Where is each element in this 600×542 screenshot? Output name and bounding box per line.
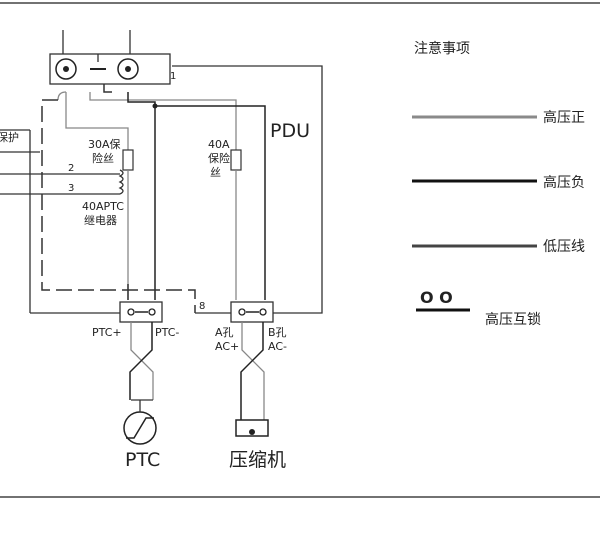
b-hole-label: B孔 xyxy=(268,326,287,339)
compressor-icon xyxy=(235,419,269,437)
fuse-40a-label-2: 保险 xyxy=(208,151,230,165)
legend-interlock-symbol: O O xyxy=(420,288,453,307)
hv-positive-hop xyxy=(57,91,67,101)
wire-number-2: 2 xyxy=(68,163,74,174)
pdu-box-outline xyxy=(172,65,323,314)
relay-label-1: 40APTC xyxy=(82,200,124,213)
wire-number-8: 8 xyxy=(199,301,205,312)
fuse-30a-label-2: 险丝 xyxy=(92,151,114,165)
fuse-40a-label-3: 丝 xyxy=(210,166,221,179)
hv-positive-to-fuse40 xyxy=(89,92,237,150)
legend-title: 注意事项 xyxy=(414,40,470,57)
ptc-thermistor-symbol xyxy=(126,417,154,439)
a-hole-label: A孔 xyxy=(215,326,234,339)
wire-number-1: 1 xyxy=(170,71,176,82)
ac-plus-pin xyxy=(238,308,246,316)
ptc-plus-label: PTC+ xyxy=(92,326,122,339)
ptc-label: PTC xyxy=(125,449,160,471)
ac-minus-label: AC- xyxy=(268,340,287,353)
ptc-minus-label: PTC- xyxy=(155,326,179,339)
ptc-minus-pin xyxy=(148,308,156,316)
ac-plus-label: AC+ xyxy=(215,340,239,353)
ptc-relay-coil xyxy=(118,169,124,195)
compressor-harness-a xyxy=(241,322,265,420)
ptc-harness-b xyxy=(129,322,153,400)
legend-hv-negative-label: 高压负 xyxy=(543,174,585,191)
fuse-30a-label-1: 30A保 xyxy=(88,137,121,151)
hv-negative-ptc xyxy=(127,92,156,300)
compressor-harness-b xyxy=(240,322,264,420)
fuse-40a xyxy=(230,149,242,171)
ptc-plus-pin xyxy=(127,308,135,316)
hv-positive-to-fuse30 xyxy=(65,92,129,150)
hv-negative-compressor xyxy=(155,105,266,300)
interlock-loop-top xyxy=(103,84,112,93)
compressor-label: 压缩机 xyxy=(229,449,286,471)
junction-dot xyxy=(152,103,158,109)
compressor-icon-center xyxy=(249,429,255,435)
legend-hv-positive-label: 高压正 xyxy=(543,109,585,126)
ac-minus-pin xyxy=(259,308,267,316)
positive-terminal-bolt xyxy=(63,66,69,72)
interlock-loop-left xyxy=(41,99,196,313)
relay-label-2: 继电器 xyxy=(84,214,117,227)
pdu-label: PDU xyxy=(270,120,310,142)
fuse-40a-label-1: 40A xyxy=(208,138,230,151)
negative-terminal-bolt xyxy=(125,66,131,72)
fuse-30a xyxy=(122,149,134,171)
legend-interlock-label: 高压互锁 xyxy=(485,311,541,328)
legend-low-voltage-label: 低压线 xyxy=(543,239,585,255)
wire-number-3: 3 xyxy=(68,183,74,194)
left-truncated-label: 保护 xyxy=(0,130,19,144)
